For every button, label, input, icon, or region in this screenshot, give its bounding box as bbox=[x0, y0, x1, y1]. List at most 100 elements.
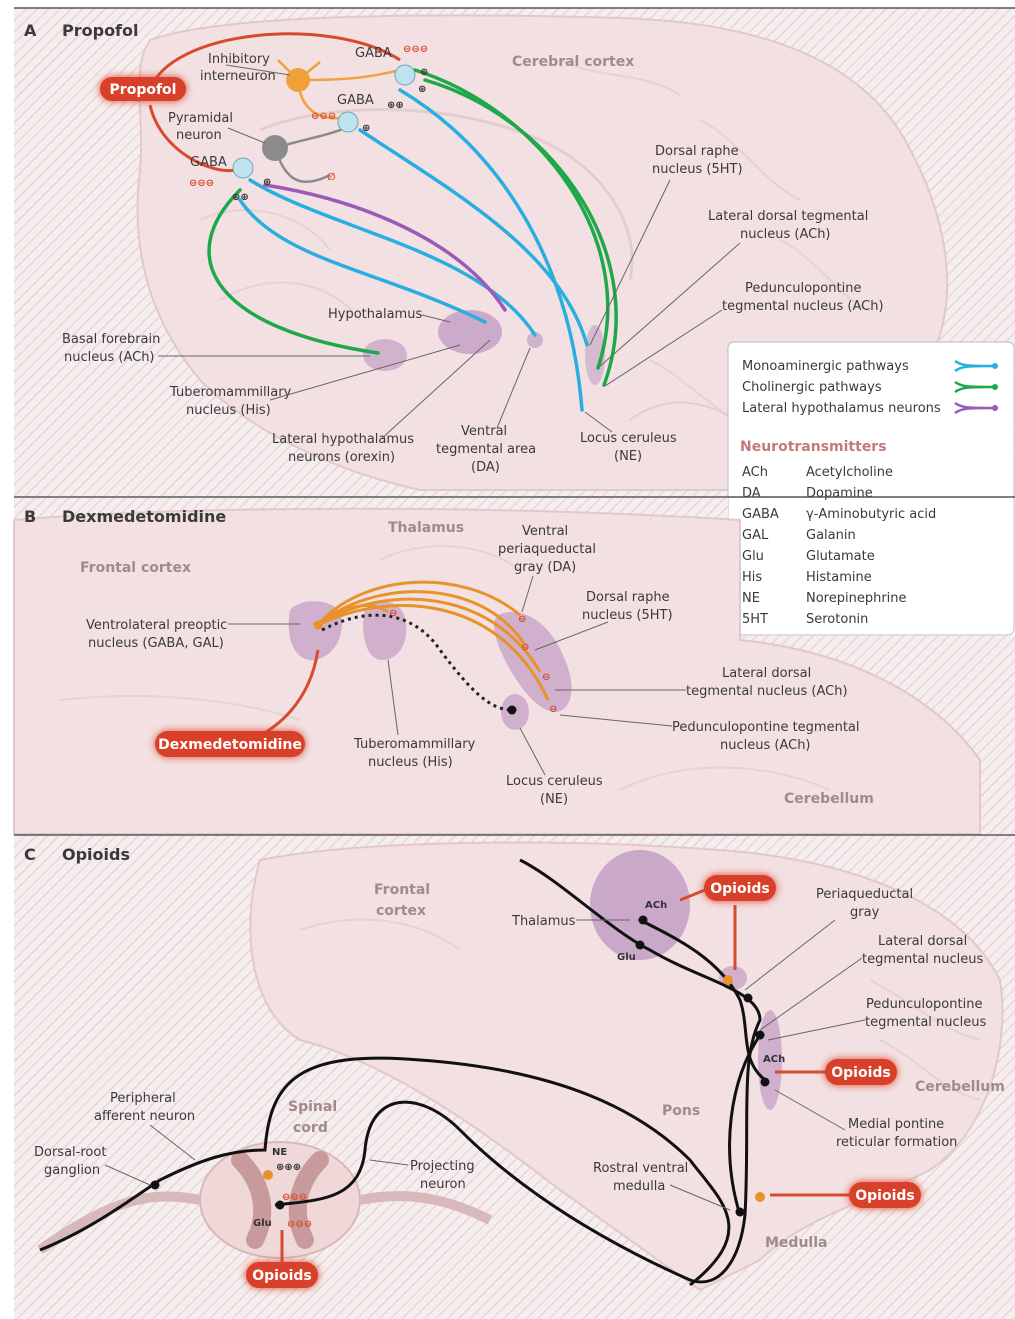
locus-ceruleus-label-b: Locus ceruleus bbox=[506, 774, 603, 789]
nt-name: Dopamine bbox=[806, 486, 873, 501]
drg-label: ganglion bbox=[44, 1163, 100, 1178]
nt-abbr: NE bbox=[742, 591, 760, 606]
gaba-label: GABA bbox=[355, 46, 392, 61]
cerebellum-label-c: Cerebellum bbox=[915, 1079, 1005, 1095]
opioids-drug-label: Opioids bbox=[831, 1065, 891, 1081]
minus-triplet: ⊖⊖⊖ bbox=[189, 178, 214, 189]
vpag-label: periaqueductal bbox=[498, 542, 596, 557]
plus-symbol: ⊕ bbox=[418, 84, 426, 95]
gaba-synapse-1 bbox=[233, 158, 253, 178]
plus-symbol: ⊕ bbox=[362, 123, 370, 134]
minus-symbol: ⊖ bbox=[521, 642, 529, 653]
peripheral-afferent-label: afferent neuron bbox=[94, 1109, 195, 1124]
hypothalamus-label: Hypothalamus bbox=[328, 307, 422, 322]
inhibitory-interneuron-label: Inhibitory bbox=[208, 52, 270, 67]
ldt-label-b: Lateral dorsal bbox=[722, 666, 811, 681]
frontal-cortex-label-c: Frontal bbox=[374, 882, 430, 898]
plus-symbol: ⊕ bbox=[263, 177, 271, 188]
rvm-label: Rostral ventral bbox=[593, 1161, 688, 1176]
legend-neurotransmitters-header: Neurotransmitters bbox=[740, 439, 887, 455]
ldt-label-c: Lateral dorsal bbox=[878, 934, 967, 949]
basal-forebrain-label: Basal forebrain bbox=[62, 332, 160, 347]
panel-c-letter: C bbox=[24, 845, 36, 864]
plus-pair: ⊕⊕ bbox=[232, 192, 249, 203]
nt-name: Serotonin bbox=[806, 612, 868, 627]
tmn-label-b: Tuberomammillary bbox=[353, 737, 476, 752]
vta-label: tegmental area bbox=[436, 442, 536, 457]
panel-b-title: Dexmedetomidine bbox=[62, 507, 226, 526]
cerebral-cortex-label: Cerebral cortex bbox=[512, 54, 634, 70]
vlpo-neuron bbox=[314, 621, 323, 630]
thalamus-label-c: Thalamus bbox=[511, 914, 576, 929]
gaba-label: GABA bbox=[337, 93, 374, 108]
nt-name: Glutamate bbox=[806, 549, 875, 564]
spinal-cord-cross-section bbox=[200, 1142, 360, 1258]
nt-name: Norepinephrine bbox=[806, 591, 907, 606]
minus-symbol: ⊖ bbox=[518, 614, 526, 625]
minus-triplet: ⊖⊖⊖ bbox=[403, 44, 428, 55]
nt-abbr: DA bbox=[742, 486, 761, 501]
locus-ceruleus-label: (NE) bbox=[614, 449, 642, 464]
nt-name: γ-Aminobutyric acid bbox=[806, 507, 936, 522]
rvm-label: medulla bbox=[613, 1179, 665, 1194]
opioids-drug-label: Opioids bbox=[710, 881, 770, 897]
ach-label-thalamus: ACh bbox=[645, 900, 667, 911]
spinal-cord-label: cord bbox=[293, 1120, 328, 1136]
plus-triplet: ⊕⊕⊕ bbox=[276, 1162, 301, 1173]
ne-label-spinal: NE bbox=[272, 1147, 287, 1158]
panel-a-title: Propofol bbox=[62, 21, 139, 40]
ach-label-pons: ACh bbox=[763, 1054, 785, 1065]
legend-lateral-hypothalamus: Lateral hypothalamus neurons bbox=[742, 401, 941, 416]
pag-label: gray bbox=[850, 905, 880, 920]
nt-name: Acetylcholine bbox=[806, 465, 893, 480]
frontal-cortex-label-c: cortex bbox=[376, 903, 426, 919]
projecting-neuron-label: Projecting bbox=[410, 1159, 475, 1174]
frontal-cortex-label-b: Frontal cortex bbox=[80, 560, 191, 576]
tmn-label: Tuberomammillary bbox=[169, 385, 292, 400]
ppt-label-b: Pedunculopontine tegmental bbox=[672, 720, 860, 735]
nt-abbr: His bbox=[742, 570, 762, 585]
gaba-synapse-2 bbox=[338, 112, 358, 132]
pag-label: Periaqueductal bbox=[816, 887, 913, 902]
tmn-label-b: nucleus (His) bbox=[368, 755, 453, 770]
drg-label: Dorsal-root bbox=[34, 1145, 106, 1160]
ppt-label: tegmental nucleus (ACh) bbox=[722, 299, 884, 314]
ldt-label-c: tegmental nucleus bbox=[862, 952, 984, 967]
locus-ceruleus-label-b: (NE) bbox=[540, 792, 568, 807]
legend-monoaminergic: Monoaminergic pathways bbox=[742, 359, 909, 374]
dorsal-raphe-label: nucleus (5HT) bbox=[652, 162, 743, 177]
gaba-synapse-3 bbox=[395, 65, 415, 85]
mprf-label: Medial pontine bbox=[848, 1117, 944, 1132]
glu-label-spinal: Glu bbox=[253, 1218, 272, 1229]
plus-symbol: ⊕ bbox=[420, 67, 428, 78]
ppt-label: Pedunculopontine bbox=[745, 281, 861, 296]
opioids-drug-label: Opioids bbox=[855, 1188, 915, 1204]
panel-c: Opioids Opioids Opioids Opioids ACh Glu … bbox=[14, 835, 1015, 1319]
vta-label: (DA) bbox=[471, 460, 500, 475]
opioids-drug-label: Opioids bbox=[252, 1268, 312, 1284]
ldt-label: Lateral dorsal tegmental bbox=[708, 209, 868, 224]
pyramidal-neuron-label: Pyramidal bbox=[168, 111, 233, 126]
nt-abbr: GAL bbox=[742, 528, 769, 543]
vlpo-label: Ventrolateral preoptic bbox=[86, 618, 227, 633]
plus-pair: ⊕⊕ bbox=[387, 100, 404, 111]
ppt-label-c: Pedunculopontine bbox=[866, 997, 982, 1012]
minus-triplet: ⊖⊖⊖ bbox=[311, 111, 336, 122]
panel-b-letter: B bbox=[24, 507, 36, 526]
locus-ceruleus-label: Locus ceruleus bbox=[580, 431, 677, 446]
vpag-label: Ventral bbox=[522, 524, 568, 539]
minus-triplet: ⊖⊖⊖ bbox=[287, 1219, 312, 1230]
nt-abbr: ACh bbox=[742, 465, 768, 480]
legend: Monoaminergic pathways Cholinergic pathw… bbox=[728, 342, 1014, 635]
tmn-label: nucleus (His) bbox=[186, 403, 271, 418]
lateral-hypothalamus-label: neurons (orexin) bbox=[288, 450, 395, 465]
propofol-drug-label: Propofol bbox=[110, 82, 177, 98]
ppt-label-b: nucleus (ACh) bbox=[720, 738, 811, 753]
dorsal-raphe-label-b: Dorsal raphe bbox=[586, 590, 670, 605]
vta-label: Ventral bbox=[461, 424, 507, 439]
vpag-label: gray (DA) bbox=[514, 560, 576, 575]
minus-symbol: ⊖ bbox=[549, 704, 557, 715]
minus-symbol: ⊖ bbox=[542, 672, 550, 683]
